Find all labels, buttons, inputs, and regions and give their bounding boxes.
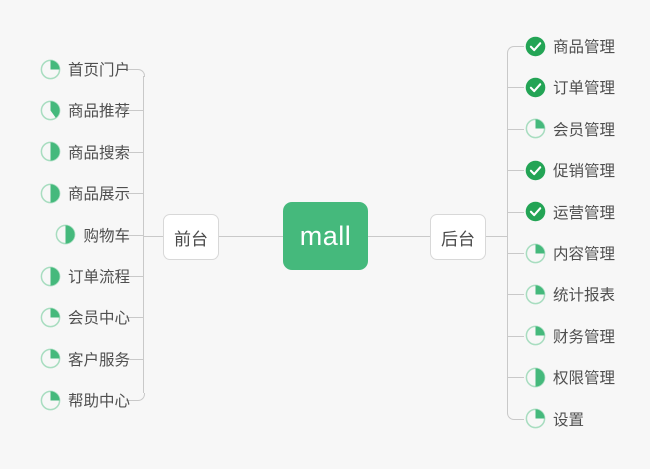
connector-spine xyxy=(143,76,144,394)
pie-progress-icon xyxy=(40,59,61,80)
connector-stub xyxy=(126,151,143,153)
connector-stub xyxy=(507,170,524,172)
connector-spine xyxy=(507,53,508,412)
leaf-item[interactable]: 运营管理 xyxy=(525,199,615,225)
branch-node-frontend[interactable]: 前台 xyxy=(163,214,219,260)
check-circle-icon xyxy=(525,77,546,98)
leaf-item-label: 商品管理 xyxy=(553,39,616,56)
leaf-item[interactable]: 商品推荐 xyxy=(40,97,130,123)
leaf-item-label: 帮助中心 xyxy=(67,393,130,411)
leaf-item-label: 首页门户 xyxy=(67,62,130,79)
leaf-item[interactable]: 订单管理 xyxy=(525,74,615,100)
connector-stub xyxy=(507,335,524,337)
branch-node-backend[interactable]: 后台 xyxy=(430,214,486,260)
connector-corner-top xyxy=(137,69,145,77)
leaf-item-label: 商品推荐 xyxy=(67,103,130,121)
leaf-item-label: 权限管理 xyxy=(553,370,616,388)
connector-branch-link xyxy=(143,236,163,237)
leaf-item-label: 订单管理 xyxy=(553,80,616,98)
leaf-item-label: 运营管理 xyxy=(553,204,616,222)
connector-corner-bottom xyxy=(507,411,515,420)
pie-progress-icon xyxy=(525,243,546,264)
leaf-item-label: 客户服务 xyxy=(67,351,130,369)
leaf-item-label: 促销管理 xyxy=(553,163,616,181)
leaf-item[interactable]: 内容管理 xyxy=(525,240,615,266)
leaf-item-label: 财务管理 xyxy=(553,328,616,346)
connector-root-left xyxy=(217,236,283,237)
pie-progress-icon xyxy=(525,367,546,388)
connector-stub xyxy=(126,358,143,360)
connector-stub xyxy=(507,377,524,379)
pie-progress-icon xyxy=(40,348,61,369)
leaf-item-label: 订单流程 xyxy=(67,269,130,286)
connector-stub xyxy=(126,276,143,277)
leaf-item[interactable]: 财务管理 xyxy=(525,323,615,349)
leaf-item-label: 商品展示 xyxy=(67,186,130,204)
pie-progress-icon xyxy=(55,224,76,245)
connector-corner-top xyxy=(507,46,515,54)
leaf-item[interactable]: 首页门户 xyxy=(40,56,130,82)
connector-stub xyxy=(126,193,143,195)
connector-stub xyxy=(507,294,524,296)
leaf-item-label: 内容管理 xyxy=(553,246,616,263)
pie-progress-icon xyxy=(40,141,61,162)
leaf-item[interactable]: 客户服务 xyxy=(40,346,130,372)
check-circle-icon xyxy=(525,160,546,181)
leaf-item[interactable]: 购物车 xyxy=(55,222,130,248)
leaf-item-label: 会员中心 xyxy=(67,310,130,328)
connector-branch-link xyxy=(484,236,507,237)
leaf-item-label: 购物车 xyxy=(83,227,130,245)
connector-stub xyxy=(507,253,524,254)
leaf-item-label: 统计报表 xyxy=(553,287,616,305)
check-circle-icon xyxy=(525,201,546,222)
pie-progress-icon xyxy=(525,118,546,139)
connector-stub xyxy=(507,87,524,89)
connector-stub xyxy=(126,69,137,70)
leaf-item[interactable]: 设置 xyxy=(525,406,584,432)
pie-progress-icon xyxy=(525,284,546,305)
leaf-item[interactable]: 权限管理 xyxy=(525,364,615,390)
connector-corner-bottom xyxy=(137,393,145,402)
pie-progress-icon xyxy=(40,307,61,328)
check-circle-icon xyxy=(525,36,546,57)
connector-stub xyxy=(507,211,524,213)
connector-stub xyxy=(514,418,524,420)
root-node-mall[interactable]: mall xyxy=(283,202,368,270)
pie-progress-icon xyxy=(40,183,61,204)
pie-progress-icon xyxy=(40,266,61,287)
leaf-item[interactable]: 促销管理 xyxy=(525,157,615,183)
pie-progress-icon xyxy=(40,390,61,411)
connector-stub xyxy=(514,46,524,47)
connector-stub xyxy=(126,234,143,236)
leaf-item[interactable]: 会员中心 xyxy=(40,304,130,330)
leaf-item[interactable]: 订单流程 xyxy=(40,263,130,289)
pie-progress-icon xyxy=(525,325,546,346)
connector-stub xyxy=(126,317,143,319)
pie-progress-icon xyxy=(525,408,546,429)
connector-stub xyxy=(126,400,137,402)
leaf-item[interactable]: 商品搜索 xyxy=(40,139,130,165)
connector-stub xyxy=(126,110,143,112)
leaf-item[interactable]: 商品展示 xyxy=(40,180,130,206)
pie-progress-icon xyxy=(40,100,61,121)
leaf-item-label: 设置 xyxy=(553,411,585,429)
leaf-item[interactable]: 统计报表 xyxy=(525,281,615,307)
connector-root-right xyxy=(368,236,430,237)
leaf-item-label: 商品搜索 xyxy=(67,144,130,162)
leaf-item-label: 会员管理 xyxy=(553,121,616,139)
leaf-item[interactable]: 帮助中心 xyxy=(40,387,130,413)
leaf-item[interactable]: 商品管理 xyxy=(525,33,615,59)
leaf-item[interactable]: 会员管理 xyxy=(525,116,615,142)
connector-stub xyxy=(507,128,524,130)
